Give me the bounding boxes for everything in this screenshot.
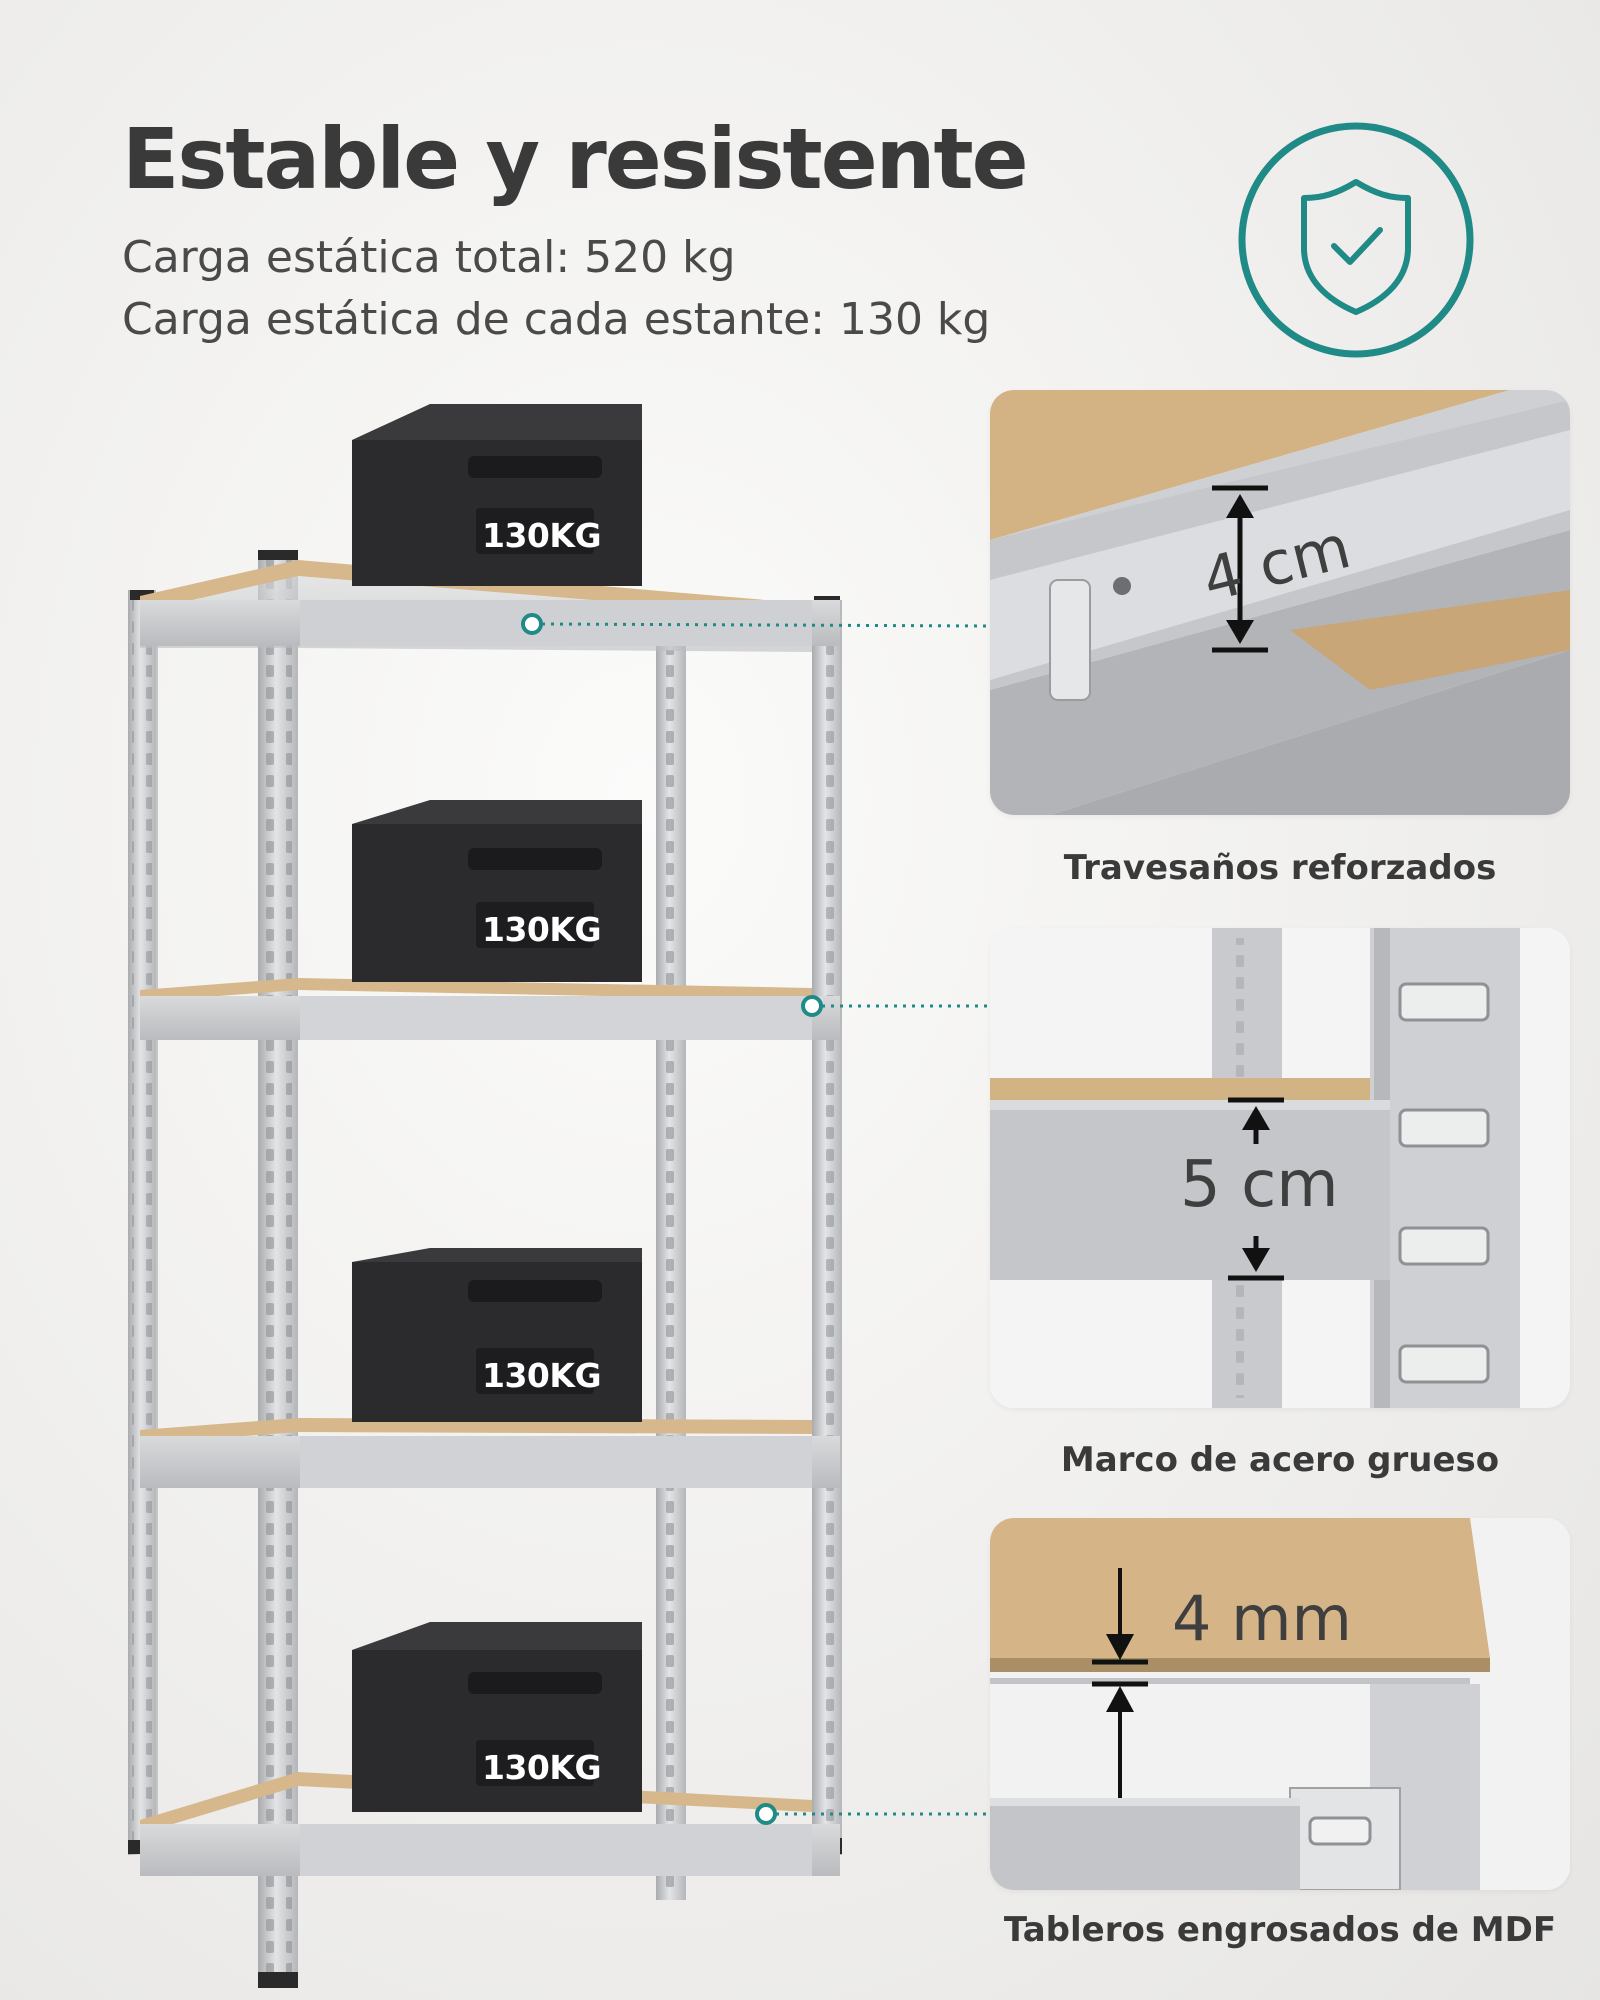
weight-label: 130KG xyxy=(482,516,602,555)
mdf-closeup-image xyxy=(990,1518,1570,1890)
height-arrow-icon xyxy=(1212,485,1268,653)
shelf-load-text: Carga estática de cada estante: 130 kg xyxy=(122,294,991,345)
shelving-unit-illustration xyxy=(128,404,991,1988)
height-arrow-icon xyxy=(1228,1097,1284,1281)
weight-label: 130KG xyxy=(482,910,602,949)
frame-closeup-image xyxy=(990,928,1570,1408)
weight-block xyxy=(352,800,642,982)
crossbar-caption: Travesaños reforzados xyxy=(1063,848,1497,888)
frame-height-measure: 5 cm xyxy=(1180,1148,1339,1222)
detail-panel-mdf xyxy=(990,1518,1570,1890)
mdf-caption: Tableros engrosados de MDF xyxy=(1003,1910,1557,1950)
thickness-arrow-icon xyxy=(1092,1568,1148,1798)
detail-panel-crossbar xyxy=(990,390,1570,815)
shield-check-icon xyxy=(1238,122,1474,358)
mdf-thickness-measure: 4 mm xyxy=(1172,1582,1352,1655)
weight-block xyxy=(352,1622,642,1812)
weight-label: 130KG xyxy=(482,1356,602,1395)
page-title: Estable y resistente xyxy=(122,110,1029,208)
weight-block xyxy=(352,404,642,586)
detail-panel-frame xyxy=(990,928,1570,1408)
weight-label: 130KG xyxy=(482,1748,602,1787)
frame-caption: Marco de acero grueso xyxy=(1060,1440,1500,1480)
crossbar-closeup-image xyxy=(990,390,1570,815)
callout-leaders xyxy=(521,613,991,1825)
total-load-text: Carga estática total: 520 kg xyxy=(122,232,736,283)
weight-block xyxy=(352,1248,642,1422)
